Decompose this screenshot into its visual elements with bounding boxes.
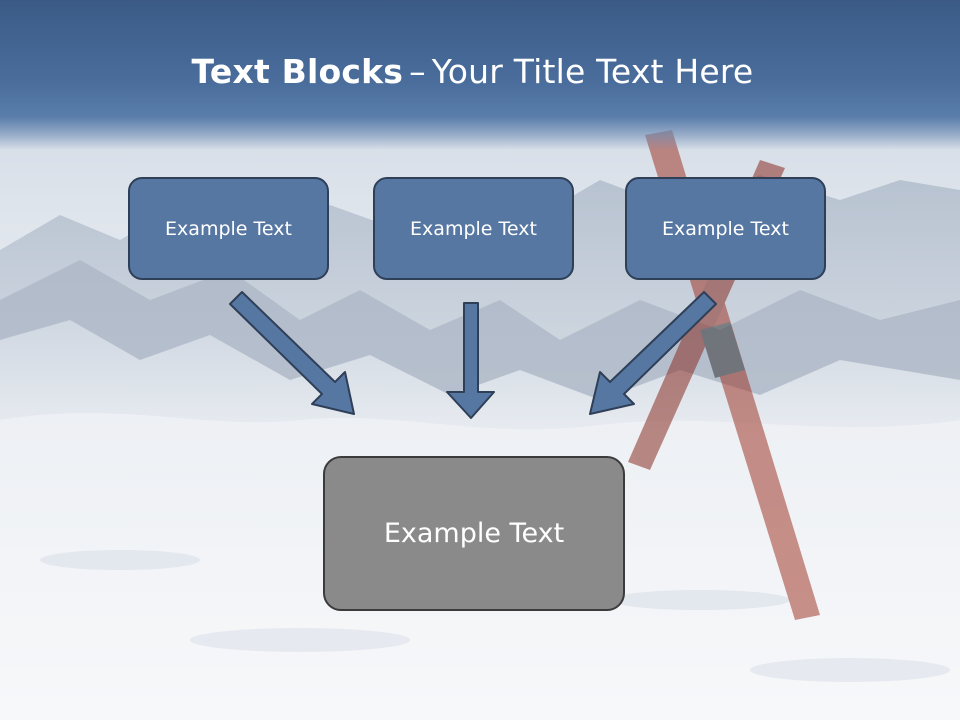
- text-block-main[interactable]: Example Text: [323, 456, 625, 611]
- title-dash: –: [409, 52, 426, 91]
- title-rest-text: Your Title Text Here: [431, 52, 754, 91]
- text-block-main-label: Example Text: [383, 518, 565, 549]
- text-block-1[interactable]: Example Text: [128, 177, 329, 280]
- title-band: [0, 0, 960, 150]
- slide-title[interactable]: Text Blocks–Your Title Text Here: [0, 52, 945, 91]
- text-block-1-label: Example Text: [165, 217, 292, 240]
- title-bold-text: Text Blocks: [191, 52, 404, 91]
- text-block-3[interactable]: Example Text: [625, 177, 826, 280]
- text-block-3-label: Example Text: [662, 217, 789, 240]
- text-block-2[interactable]: Example Text: [373, 177, 574, 280]
- text-block-2-label: Example Text: [410, 217, 537, 240]
